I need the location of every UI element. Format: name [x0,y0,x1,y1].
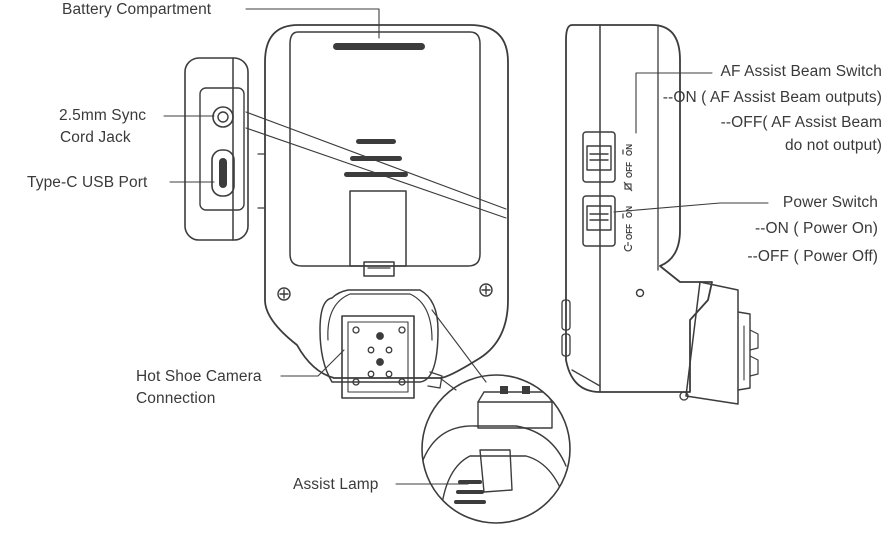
hot-shoe-plate [341,315,415,399]
sync-jack-icon [212,106,234,128]
lamp-window [349,190,407,267]
power-switch [582,195,616,247]
assist-lamp-inset [421,374,571,524]
power-switch-on-mark: ON [625,206,634,218]
af-assist-beam-switch [582,131,616,183]
vent-slot [350,156,402,161]
af-switch-title-label: AF Assist Beam Switch [720,63,882,80]
device-front-view [264,24,509,399]
usb-c-port-icon [211,149,235,197]
af-off-label-line1: --OFF( AF Assist Beam [720,114,882,131]
battery-compartment-label: Battery Compartment [62,1,212,18]
front-body-outline [264,24,509,379]
power-on-label: --ON ( Power On) [754,220,878,237]
af-on-label: --ON ( AF Assist Beam outputs) [662,89,882,106]
af-switch-off-mark: OFF [625,162,634,178]
battery-door [289,31,481,267]
side-body-outline [565,24,713,393]
af-off-label-line2: do not output) [784,137,882,154]
usb-port-label: Type-C USB Port [27,174,148,191]
vent-slot [344,172,408,177]
hot-shoe-foot [319,289,443,399]
power-icon [623,242,633,252]
power-switch-title-label: Power Switch [782,194,878,211]
screw-icon [479,283,493,297]
switch-markings: ON OFF ON OFF [625,144,634,240]
leader-lines [163,8,769,485]
port-inset [184,57,265,241]
af-assist-icon [623,181,633,192]
hot-shoe-label-line1: Hot Shoe Camera [136,368,262,385]
screw-icon [277,287,291,301]
sync-jack-label-line1: 2.5mm Sync [59,107,147,124]
device-side-view [561,24,759,405]
assist-lamp-label: Assist Lamp [293,476,379,493]
hot-shoe-label-line2: Connection [136,390,216,407]
power-switch-off-mark: OFF [625,224,634,240]
vent-slot [356,139,396,144]
power-off-label: --OFF ( Power Off) [747,248,878,265]
sync-jack-label-line2: Cord Jack [60,129,131,146]
af-switch-on-mark: ON [625,144,634,156]
